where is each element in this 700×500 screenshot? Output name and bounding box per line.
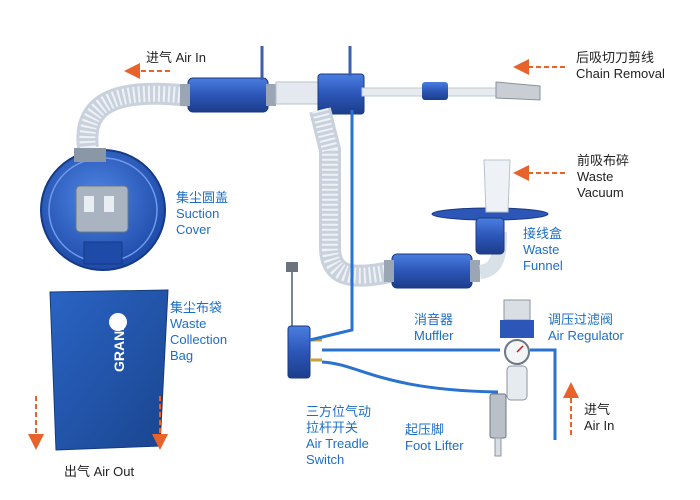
waste-funnel: [431, 159, 549, 255]
air-in-top-label: 进气 Air In: [146, 50, 206, 65]
air-treadle-switch: [286, 262, 322, 379]
air-regulator: [500, 299, 534, 401]
air-in-right-label: 进气 Air In: [584, 402, 615, 433]
waste-funnel-label: 接线盒 Waste Funnel: [523, 226, 563, 273]
chain-removal-label: 后吸切刀剪线 Chain Removal: [576, 50, 665, 81]
upper-hose: [76, 82, 192, 150]
air-regulator-label: 调压过滤阀 Air Regulator: [548, 312, 624, 343]
collection-bag-label: 集尘布袋 Waste Collection Bag: [170, 300, 228, 363]
waste-vacuum-label: 前吸布碎 Waste Vacuum: [577, 153, 630, 200]
muffler-label: 消音器 Muffler: [414, 312, 454, 343]
air-treadle-switch-label: 三方位气动 拉杆开关 Air Treadle Switch: [306, 404, 372, 467]
suction-cover: [40, 148, 166, 271]
waste-collection-bag: GRAND: [49, 289, 169, 451]
foot-lifter-label: 起压脚 Foot Lifter: [405, 422, 464, 453]
bag-brand-text: GRAND: [111, 321, 127, 372]
suction-cover-label: 集尘圆盖 Suction Cover: [176, 190, 229, 237]
lower-hose: [309, 107, 393, 287]
air-out-label: 出气 Air Out: [64, 464, 135, 479]
air-lines: [309, 110, 557, 440]
top-blower-unit: [180, 46, 541, 115]
foot-lifter: [489, 393, 507, 457]
